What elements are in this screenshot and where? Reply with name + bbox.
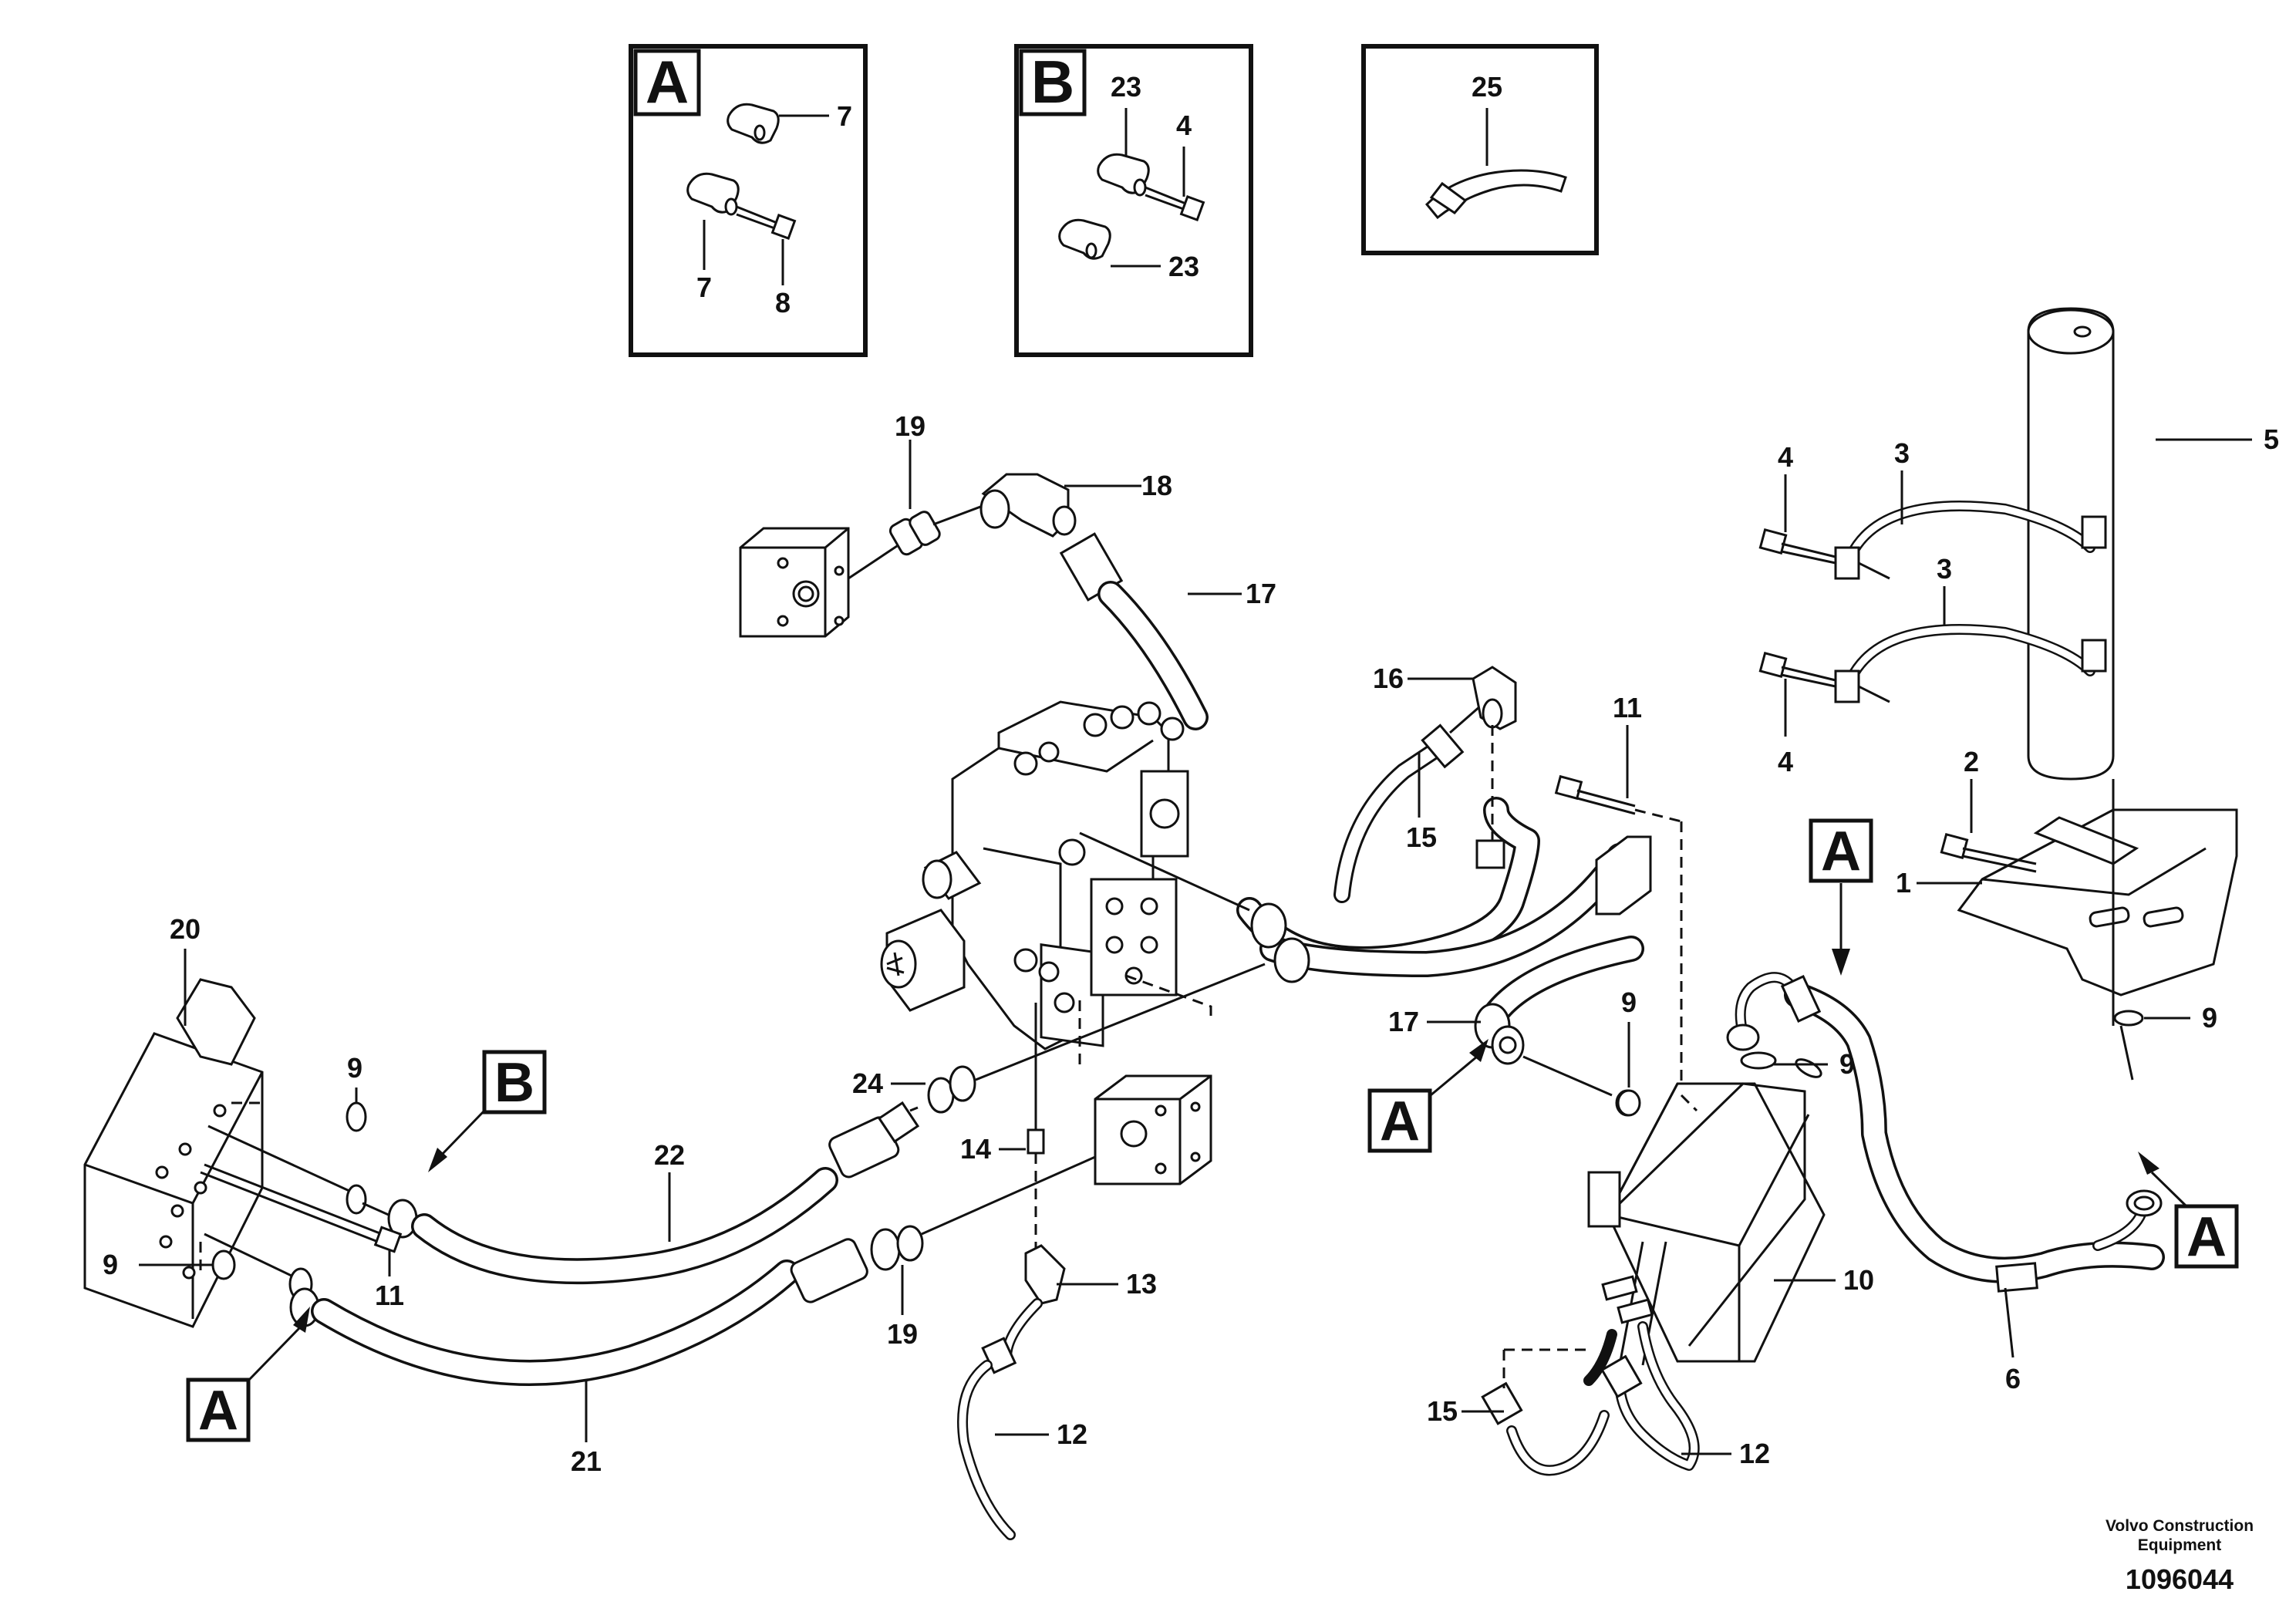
orings-left <box>139 1088 367 1280</box>
fitting-24 <box>891 963 1266 1114</box>
inset-a-letter: A <box>646 48 689 116</box>
svg-text:A: A <box>2186 1206 2227 1268</box>
filter-housing-10 <box>1587 1082 1836 1366</box>
tank-5 <box>2027 307 2252 781</box>
svg-text:B: B <box>494 1052 534 1114</box>
label-inset-b-23a: 23 <box>1111 71 1141 103</box>
drawing-number: 1096044 <box>2126 1563 2234 1595</box>
clamp-half-23b <box>1058 218 1111 260</box>
callout-a-upper: A <box>1809 818 1873 976</box>
footer-line2: Equipment <box>2138 1536 2222 1554</box>
label-12-right: 12 <box>1739 1438 1770 1469</box>
inset-25: 25 <box>1361 44 1599 255</box>
bolt-2 <box>1940 832 1969 860</box>
hose-17-lower <box>1427 936 1644 1117</box>
bolt-11-top <box>1554 725 1683 1095</box>
label-14: 14 <box>960 1133 991 1165</box>
label-11-top: 11 <box>1613 692 1642 723</box>
label-inset-a-7a: 7 <box>837 100 852 132</box>
bolt-8 <box>770 214 797 240</box>
callout-a-middle: A <box>1367 1039 1489 1153</box>
label-10: 10 <box>1843 1264 1874 1296</box>
port-block-top <box>739 527 850 638</box>
cable-tie-25 <box>1424 169 1567 220</box>
bolt-11-left <box>200 1163 403 1276</box>
label-3-lower: 3 <box>1937 553 1952 585</box>
bolt-4a <box>1758 528 1788 555</box>
label-9-left-top: 9 <box>347 1052 362 1084</box>
inset-b: B 23 4 23 <box>1014 44 1253 357</box>
label-inset-a-8: 8 <box>775 287 791 319</box>
label-inset-b-23b: 23 <box>1168 251 1199 282</box>
label-17-lower: 17 <box>1388 1006 1419 1037</box>
hose-15-top <box>1333 666 1517 903</box>
label-3-top: 3 <box>1894 437 1910 469</box>
callout-a-right: A <box>2138 1152 2239 1269</box>
hose-22 <box>207 1101 920 1285</box>
label-1: 1 <box>1896 867 1911 899</box>
label-22: 22 <box>654 1139 685 1171</box>
inset-b-letter: B <box>1031 48 1074 116</box>
label-12-center: 12 <box>1057 1418 1087 1450</box>
callout-a-left: A <box>186 1307 310 1442</box>
label-20: 20 <box>170 913 201 945</box>
clamp-half-7 <box>727 103 780 144</box>
label-15-lower: 15 <box>1427 1395 1458 1427</box>
label-15-top: 15 <box>1406 821 1437 853</box>
label-inset-b-4: 4 <box>1176 110 1192 141</box>
orings-right <box>1617 1022 1828 1117</box>
svg-text:A: A <box>1821 821 1861 882</box>
label-19-lower: 19 <box>887 1318 918 1350</box>
pipes-lower-right <box>1462 1321 1731 1476</box>
tank-clamps-3 <box>1758 470 2107 737</box>
control-valve <box>880 700 1189 1050</box>
label-16: 16 <box>1373 663 1404 694</box>
label-9-left: 9 <box>103 1249 118 1280</box>
bolt-4b <box>1758 651 1788 679</box>
label-9-right: 9 <box>2202 1002 2217 1034</box>
center-lower-fittings <box>957 1003 1118 1540</box>
footer-line1: Volvo Construction <box>2106 1517 2254 1535</box>
label-24: 24 <box>852 1067 883 1099</box>
label-19-top: 19 <box>895 410 925 442</box>
pipe-center <box>1079 797 1652 983</box>
label-4-lower: 4 <box>1778 746 1793 777</box>
bolt-4-inset <box>1179 195 1205 221</box>
label-9-center: 9 <box>1621 986 1637 1018</box>
label-13: 13 <box>1126 1268 1157 1300</box>
port-block-bottom <box>1094 1074 1212 1185</box>
label-4-top: 4 <box>1778 441 1793 473</box>
label-6: 6 <box>2005 1363 2021 1394</box>
fittings-top <box>848 440 1242 730</box>
label-5: 5 <box>2264 423 2279 455</box>
svg-text:A: A <box>1380 1091 1420 1152</box>
svg-text:A: A <box>198 1380 238 1442</box>
label-17-top: 17 <box>1246 578 1276 609</box>
hose-6 <box>1726 972 2165 1358</box>
label-21: 21 <box>571 1445 602 1477</box>
label-9-mid: 9 <box>1839 1048 1855 1080</box>
hose-21 <box>204 1155 1096 1442</box>
inset-a: A 7 7 8 <box>629 44 868 357</box>
label-18: 18 <box>1141 470 1172 501</box>
label-inset-a-7b: 7 <box>696 271 712 303</box>
bracket-1 <box>1917 779 2238 1081</box>
label-2: 2 <box>1964 746 1979 777</box>
label-inset-25: 25 <box>1472 71 1502 103</box>
callout-b: B <box>428 1050 547 1172</box>
label-11-left: 11 <box>375 1280 404 1311</box>
